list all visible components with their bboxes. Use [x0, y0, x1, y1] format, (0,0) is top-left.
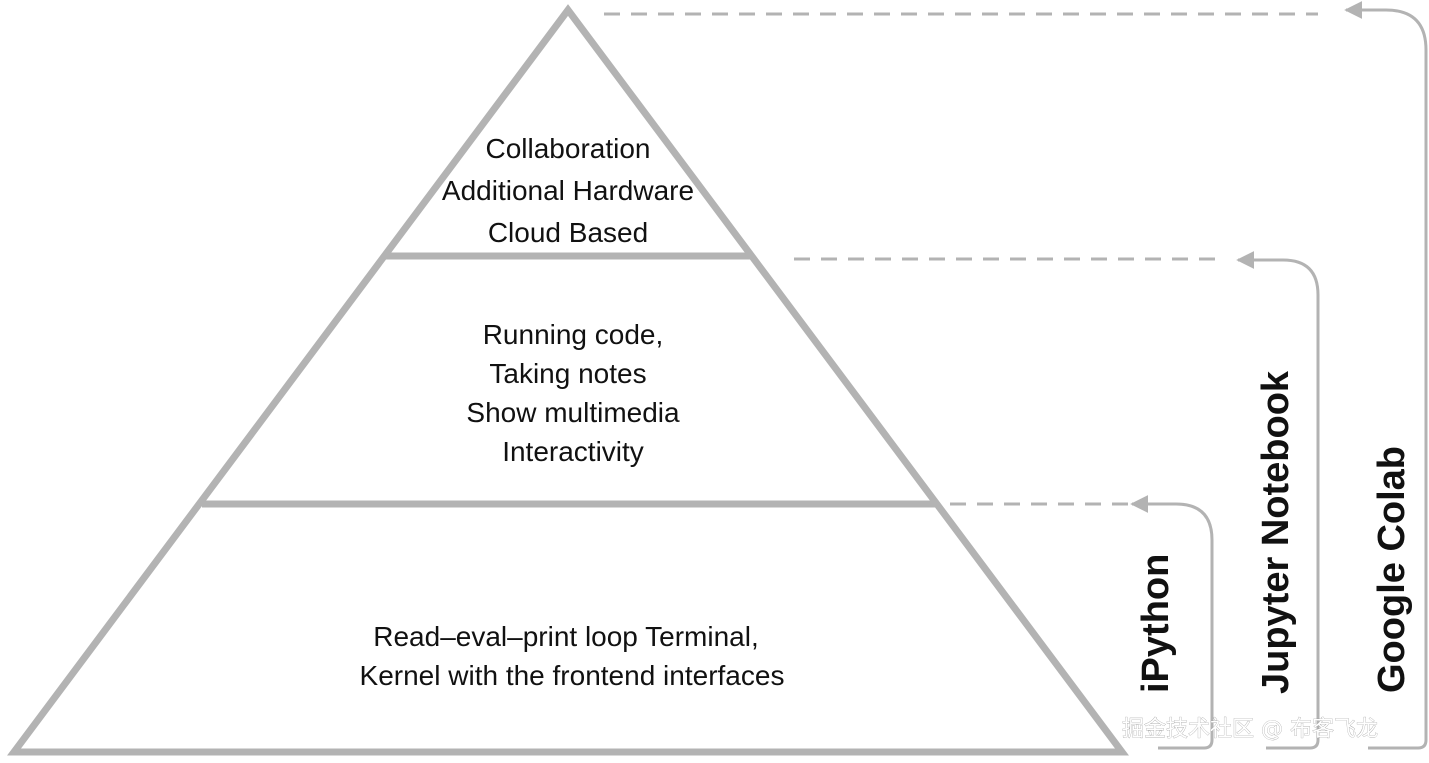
top-level-line-3: Cloud Based — [488, 217, 648, 248]
jupyter-notebook-label: Jupyter Notebook — [1255, 370, 1297, 694]
google-colab-label: Google Colab — [1371, 446, 1413, 693]
bottom-level-line-2: Kernel with the frontend interfaces — [360, 660, 785, 691]
top-level-text: Collaboration Additional Hardware Cloud … — [442, 133, 694, 248]
middle-level-line-4: Interactivity — [502, 436, 644, 467]
top-level-line-2: Additional Hardware — [442, 175, 694, 206]
bottom-level-line-1: Read–eval–print loop Terminal, — [373, 621, 759, 652]
top-level-line-1: Collaboration — [486, 133, 651, 164]
pyramid-outline — [7, 4, 1129, 756]
middle-level-line-2: Taking notes — [489, 358, 646, 389]
middle-level-text: Running code, Taking notes Show multimed… — [466, 319, 680, 467]
ipython-arrow — [1130, 495, 1214, 750]
jupyter-arrow — [1236, 251, 1320, 750]
bottom-level-text: Read–eval–print loop Terminal, Kernel wi… — [360, 621, 785, 691]
ipython-label: iPython — [1135, 554, 1177, 693]
watermark-text: 掘金技术社区 @ 布客飞龙 — [1122, 717, 1378, 742]
middle-level-line-1: Running code, — [483, 319, 664, 350]
colab-arrow — [1344, 1, 1428, 750]
middle-level-line-3: Show multimedia — [466, 397, 680, 428]
